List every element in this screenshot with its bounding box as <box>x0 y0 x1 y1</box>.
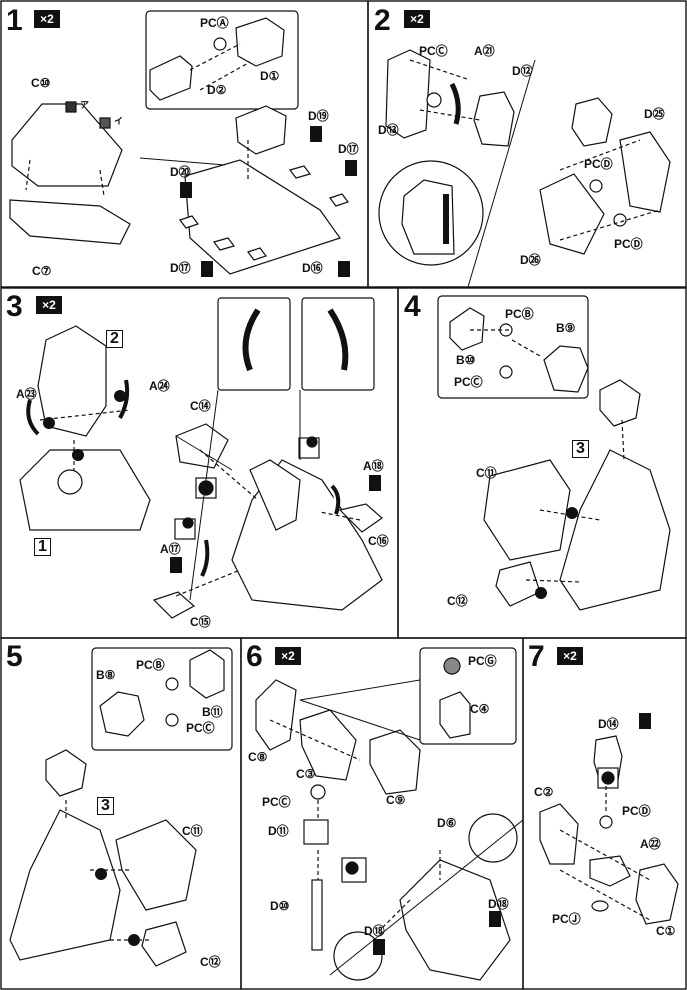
part-label: D① <box>260 69 280 83</box>
part-label: C④ <box>470 702 490 716</box>
part-label: D⑯ <box>302 261 323 275</box>
step-number: 6 <box>246 640 263 673</box>
part-label: C⑭ <box>190 399 211 413</box>
part-label: C⑪ <box>476 466 497 480</box>
multiplier-badge: ×2 <box>34 10 60 28</box>
part-label: PCⒷ <box>505 307 534 321</box>
step4-art <box>437 295 671 611</box>
step-ref-box: 3 <box>97 797 114 815</box>
part-label: PCⒷ <box>136 658 165 672</box>
part-label: A㉑ <box>474 44 495 58</box>
step-number: 7 <box>528 640 545 673</box>
part-label: B⑩ <box>456 353 476 367</box>
part-label: D⑲ <box>308 109 329 123</box>
step-number: 1 <box>6 4 23 37</box>
part-label: C⑧ <box>248 750 268 764</box>
part-label: D⑳ <box>170 165 191 179</box>
step3-art <box>19 297 383 619</box>
step-ref-box: 1 <box>34 538 51 556</box>
part-label: ア <box>80 100 90 110</box>
step-number: 2 <box>374 4 391 37</box>
multiplier-badge: ×2 <box>36 296 62 314</box>
part-label: C③ <box>296 767 316 781</box>
part-label: D⑭ <box>598 717 619 731</box>
part-label: PCⒸ <box>186 721 215 735</box>
part-label: D⑩ <box>270 899 290 913</box>
part-label: A㉓ <box>16 387 37 401</box>
part-label: C① <box>656 924 676 938</box>
part-label: C⑦ <box>32 264 52 278</box>
multiplier-badge: ×2 <box>557 647 583 665</box>
part-label: C⑫ <box>200 955 221 969</box>
part-label: D㉖ <box>520 253 541 267</box>
part-label: D⑥ <box>437 816 457 830</box>
part-label: C② <box>534 785 554 799</box>
part-label: PCⒹ <box>622 804 651 818</box>
part-label: D② <box>207 83 227 97</box>
part-label: PCⒹ <box>584 157 613 171</box>
part-label: PCⒸ <box>419 44 448 58</box>
part-label: A⑰ <box>160 542 181 556</box>
part-label: A⑱ <box>363 459 384 473</box>
part-label: PCⒶ <box>200 16 229 30</box>
part-label: PCⒿ <box>552 912 581 926</box>
part-label: C⑫ <box>447 594 468 608</box>
part-label: PCⒸ <box>454 375 483 389</box>
part-label: PCⒼ <box>468 654 497 668</box>
step-ref-box: 3 <box>572 440 589 458</box>
part-label: D⑱ <box>364 924 385 938</box>
part-label: B⑪ <box>202 705 223 719</box>
part-label: D⑰ <box>170 261 191 275</box>
part-label: A㉒ <box>640 837 661 851</box>
part-label: A㉔ <box>149 379 170 393</box>
part-label: D㉕ <box>644 107 665 121</box>
part-label: C⑩ <box>31 76 51 90</box>
part-label: D⑪ <box>268 824 289 838</box>
multiplier-badge: ×2 <box>404 10 430 28</box>
step7-art <box>539 735 679 925</box>
part-label: D⑱ <box>488 897 509 911</box>
part-label: PCⒹ <box>614 237 643 251</box>
step-number: 4 <box>404 290 421 323</box>
multiplier-badge: ×2 <box>275 647 301 665</box>
part-label: PCⒸ <box>262 795 291 809</box>
step-ref-box: 2 <box>106 330 123 348</box>
warning-markers <box>170 126 651 955</box>
step5-art <box>9 647 233 967</box>
step6-art <box>255 647 518 981</box>
step-number: 3 <box>6 290 23 323</box>
panel-step-2 <box>367 0 687 288</box>
part-label: D⑰ <box>338 142 359 156</box>
part-label: D⑫ <box>512 64 533 78</box>
part-label: C⑮ <box>190 615 211 629</box>
part-label: B⑨ <box>556 321 576 335</box>
step-bullets <box>43 390 578 946</box>
step-number: 5 <box>6 640 23 673</box>
part-label: C⑨ <box>386 793 406 807</box>
panel-step-7 <box>522 637 687 990</box>
step1-art <box>9 10 349 275</box>
step2-art <box>378 49 671 266</box>
part-label: B⑧ <box>96 668 116 682</box>
part-label: D⑬ <box>378 123 399 137</box>
part-label: C⑪ <box>182 824 203 838</box>
part-label: イ <box>114 116 124 126</box>
part-label: C⑯ <box>368 534 389 548</box>
